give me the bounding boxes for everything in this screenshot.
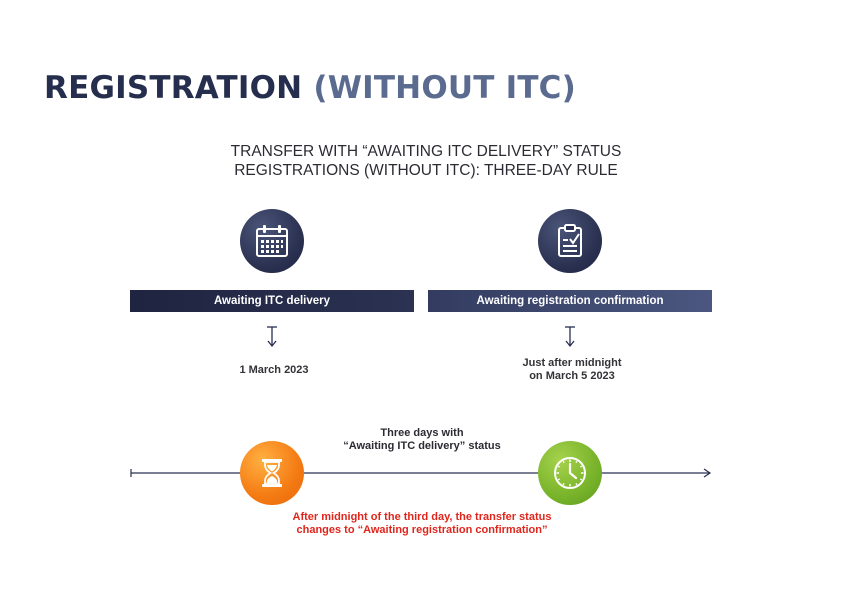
stage-1-date: 1 March 2023	[239, 364, 309, 376]
stage-1-icon-circle	[240, 209, 304, 273]
status-bar-awaiting-itc-delivery: Awaiting ITC delivery	[130, 290, 414, 312]
note-line-2: changes to “Awaiting registration confir…	[296, 524, 548, 536]
timeline-end-circle	[538, 441, 602, 505]
clock-icon	[554, 457, 586, 489]
duration-line-2: “Awaiting ITC delivery” status	[343, 440, 501, 452]
page-title-main: REGISTRATION	[44, 70, 303, 106]
stage-2-icon-circle	[538, 209, 602, 273]
duration-line-1: Three days with	[380, 427, 464, 439]
timeline-arrow	[130, 468, 712, 478]
status-change-note: After midnight of the third day, the tra…	[262, 511, 582, 537]
page-title-qualifier: (WITHOUT ITC)	[313, 70, 576, 106]
arrow-down-icon	[565, 326, 575, 348]
stage-2-date-line-1: Just after midnight	[522, 357, 622, 369]
note-line-1: After midnight of the third day, the tra…	[292, 511, 552, 523]
stage-2-date-line-2: on March 5 2023	[529, 370, 615, 382]
calendar-icon	[256, 225, 288, 257]
clipboard-check-icon	[558, 224, 582, 257]
status-bar-awaiting-registration-confirmation: Awaiting registration confirmation	[428, 290, 712, 312]
timeline-start-circle	[240, 441, 304, 505]
page-title: REGISTRATION (WITHOUT ITC)	[44, 70, 576, 106]
subtitle-line-2: REGISTRATIONS (WITHOUT ITC): THREE-DAY R…	[234, 162, 618, 179]
subtitle-line-1: TRANSFER WITH “AWAITING ITC DELIVERY” ST…	[230, 143, 622, 160]
arrow-down-icon	[267, 326, 277, 348]
hourglass-icon	[262, 459, 282, 487]
duration-label: Three days with “Awaiting ITC delivery” …	[322, 427, 522, 453]
